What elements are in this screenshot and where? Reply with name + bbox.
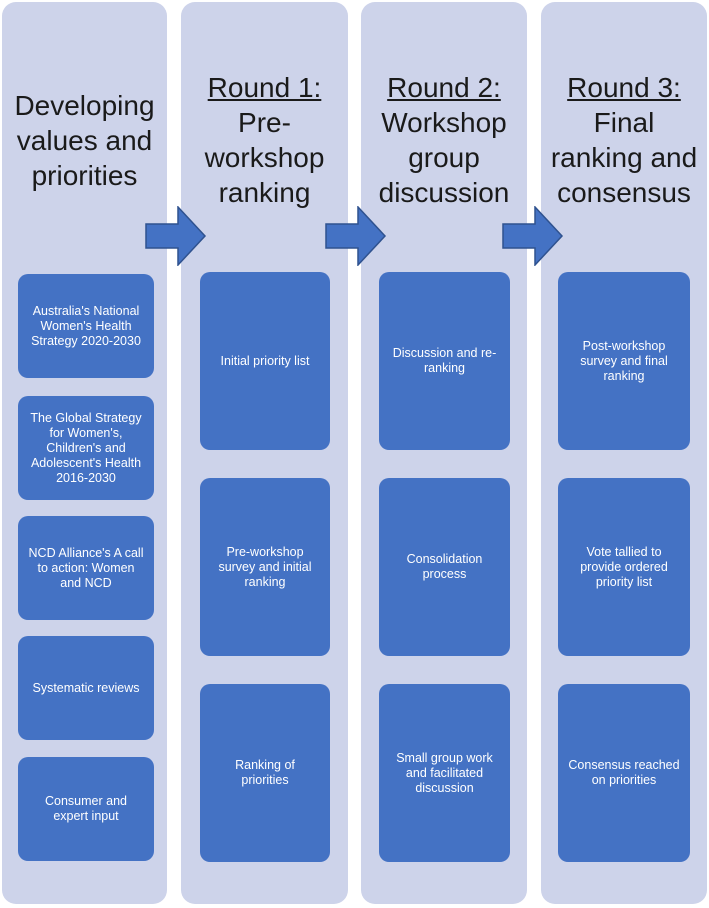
column-title: Round 3: Final ranking and consensus — [541, 70, 707, 210]
step-box: Pre-workshop survey and initial ranking — [200, 478, 330, 656]
round-label: Round 2: — [387, 72, 501, 103]
source-box: The Global Strategy for Women's, Childre… — [18, 396, 154, 500]
step-box: Small group work and facilitated discuss… — [379, 684, 510, 862]
source-box: NCD Alliance's A call to action: Women a… — [18, 516, 154, 620]
right-arrow-icon — [325, 206, 387, 266]
right-arrow-icon — [145, 206, 207, 266]
column-title: Round 1: Pre- workshop ranking — [181, 70, 348, 210]
step-box: Consensus reached on priorities — [558, 684, 690, 862]
step-box: Vote tallied to provide ordered priority… — [558, 478, 690, 656]
title-line: group — [408, 142, 480, 173]
source-box: Consumer and expert input — [18, 757, 154, 861]
title-line: workshop — [204, 142, 325, 173]
column-title: Developing values and priorities — [2, 88, 167, 193]
source-box: Systematic reviews — [18, 636, 154, 740]
column-developing-values: Developing values and priorities Austral… — [2, 2, 167, 904]
title-line: Final — [593, 107, 655, 138]
title-line: ranking and — [550, 142, 698, 173]
round-label: Round 3: — [567, 72, 681, 103]
source-box: Australia's National Women's Health Stra… — [18, 274, 154, 378]
round-label: Round 1: — [207, 72, 322, 103]
step-box: Discussion and re-ranking — [379, 272, 510, 450]
column-round-3: Round 3: Final ranking and consensus Pos… — [541, 2, 707, 904]
column-title: Round 2: Workshop group discussion — [361, 70, 527, 210]
title-line: discussion — [378, 177, 510, 208]
step-box: Ranking of priorities — [200, 684, 330, 862]
column-round-2: Round 2: Workshop group discussion Discu… — [361, 2, 527, 904]
title-line: ranking — [218, 177, 311, 208]
step-box: Initial priority list — [200, 272, 330, 450]
column-round-1: Round 1: Pre- workshop ranking Initial p… — [181, 2, 348, 904]
right-arrow-icon — [502, 206, 564, 266]
step-box: Consolidation process — [379, 478, 510, 656]
title-line: Developing — [14, 90, 155, 121]
title-line: consensus — [557, 177, 691, 208]
title-line: priorities — [31, 160, 138, 191]
title-line: Pre- — [238, 107, 291, 138]
title-line: values and — [16, 125, 153, 156]
step-box: Post-workshop survey and final ranking — [558, 272, 690, 450]
title-line: Workshop — [381, 107, 507, 138]
